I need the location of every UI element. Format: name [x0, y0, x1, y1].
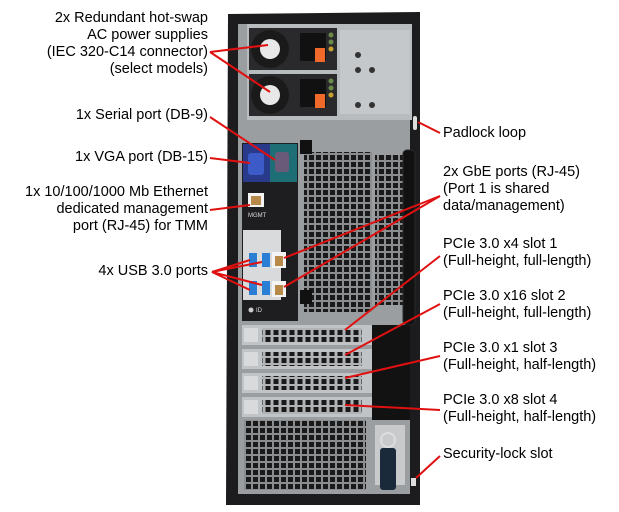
keys	[380, 448, 396, 490]
power-supply-2	[249, 74, 337, 116]
label-usb-ports: 4x USB 3.0 ports	[98, 263, 208, 279]
vga-port	[248, 153, 264, 175]
pcie-slot-3	[242, 373, 372, 393]
label-vga-port: 1x VGA port (DB-15)	[75, 149, 208, 165]
label-pcie-slot-1: PCIe 3.0 x4 slot 1 (Full-height, full-le…	[443, 236, 592, 269]
usb-port-4	[262, 281, 270, 295]
id-label: ID	[256, 308, 263, 314]
id-button	[248, 307, 254, 313]
pcie-slot-4	[242, 397, 372, 417]
label-padlock-loop: Padlock loop	[443, 125, 527, 141]
padlock-loop	[413, 116, 417, 130]
serial-port	[275, 152, 289, 172]
usb-port-1	[249, 253, 257, 267]
usb-port-3	[249, 281, 257, 295]
io-panel: MGMT ID	[242, 143, 298, 321]
security-lock-slot	[411, 478, 416, 486]
pcie-slot-1	[242, 325, 372, 345]
label-pcie-slot-4: PCIe 3.0 x8 slot 4 (Full-height, half-le…	[443, 392, 597, 425]
pcie-slot-2	[242, 349, 372, 369]
key-ring	[380, 432, 396, 448]
ventilation-grille-center	[304, 152, 372, 312]
label-pcie-slot-3: PCIe 3.0 x1 slot 3 (Full-height, half-le…	[443, 340, 597, 373]
label-serial-port: 1x Serial port (DB-9)	[75, 107, 208, 123]
label-power-supplies: 2x Redundant hot-swap AC power supplies …	[46, 10, 208, 77]
label-security-lock-slot: Security-lock slot	[443, 446, 553, 462]
usb-port-2	[262, 253, 270, 267]
ventilation-grille-lower	[244, 420, 366, 490]
callout-arrows	[209, 44, 441, 479]
label-pcie-slot-2: PCIe 3.0 x16 slot 2 (Full-height, full-l…	[443, 288, 592, 321]
label-gbe-ports: 2x GbE ports (RJ-45) (Port 1 is shared d…	[443, 164, 580, 214]
mgmt-label: MGMT	[248, 213, 267, 219]
power-supply-1	[249, 28, 337, 70]
label-mgmt-ethernet: 1x 10/100/1000 Mb Ethernet dedicated man…	[25, 184, 208, 234]
